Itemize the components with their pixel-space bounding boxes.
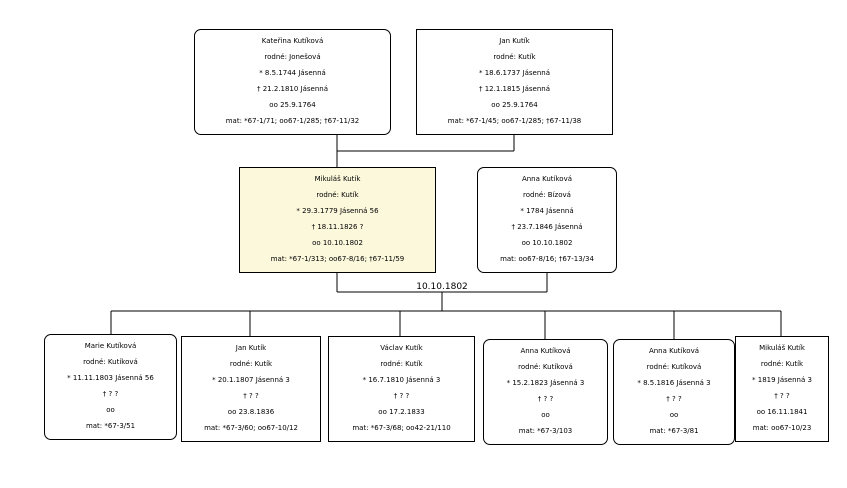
person-birth: * 18.6.1737 Jásenná: [478, 69, 551, 77]
person-records: mat: *67-3/81: [649, 427, 699, 435]
person-maiden-name: rodné: Kutík: [316, 191, 359, 199]
person-card-child-3[interactable]: Václav Kutík rodné: Kutík * 16.7.1810 Já…: [328, 336, 475, 442]
person-records: mat: *67-3/51: [85, 422, 136, 430]
person-records: mat: *67-1/45; oo67-1/285; †67-11/38: [447, 117, 582, 125]
person-birth: * 20.1.1807 Jásenná 3: [212, 376, 290, 384]
person-birth: * 16.7.1810 Jásenná 3: [362, 376, 441, 384]
person-birth: * 8.5.1744 Jásenná: [259, 69, 326, 77]
person-maiden-name: rodné: Bízová: [523, 191, 571, 199]
person-maiden-name: rodné: Kutíková: [83, 358, 138, 366]
person-name: Anna Kutíková: [520, 347, 571, 355]
person-name: Václav Kutík: [380, 344, 423, 352]
person-maiden-name: rodné: Jonešová: [264, 53, 321, 61]
person-card-father[interactable]: Jan Kutík rodné: Kutík * 18.6.1737 Jásen…: [416, 29, 613, 135]
person-records: mat: *67-1/71; oo67-1/285; †67-11/32: [225, 117, 360, 125]
person-maiden-name: rodné: Kutík: [760, 360, 804, 368]
person-records: mat: oo67-10/23: [752, 424, 812, 432]
person-death: † 18.11.1826 ?: [311, 223, 364, 231]
person-marriage: oo 25.9.1764: [269, 101, 316, 109]
person-marriage: oo 10.10.1802: [312, 239, 363, 247]
person-name: Mikuláš Kutík: [314, 175, 361, 183]
person-card-child-4[interactable]: Anna Kutíková rodné: Kutíková * 15.2.182…: [483, 339, 608, 445]
person-name: Marie Kutíková: [84, 342, 137, 350]
person-records: mat: *67-3/68; oo42-21/110: [352, 424, 451, 432]
person-death: † ? ?: [666, 395, 682, 403]
person-records: mat: *67-3/60; oo67-10/12: [204, 424, 298, 432]
person-records: mat: oo67-8/16; †67-13/34: [500, 255, 594, 263]
person-birth: * 1819 Jásenná 3: [752, 376, 812, 384]
person-card-child-2[interactable]: Jan Kutík rodné: Kutík * 20.1.1807 Jásen…: [181, 336, 321, 442]
person-death: † ? ?: [393, 392, 410, 400]
person-name: Anna Kutíková: [521, 175, 573, 183]
person-maiden-name: rodné: Kutíková: [518, 363, 573, 371]
person-name: Jan Kutík: [499, 37, 530, 45]
person-card-child-6[interactable]: Mikuláš Kutík rodné: Kutík * 1819 Jásenn…: [735, 336, 829, 442]
person-marriage: oo 25.9.1764: [491, 101, 538, 109]
person-marriage: oo: [669, 411, 679, 419]
person-card-child-1[interactable]: Marie Kutíková rodné: Kutíková * 11.11.1…: [44, 334, 177, 440]
person-birth: * 15.2.1823 Jásenná 3: [506, 379, 585, 387]
person-death: † 21.2.1810 Jásenná: [256, 85, 329, 93]
person-death: † ? ?: [243, 392, 259, 400]
person-marriage: oo 17.2.1833: [378, 408, 425, 416]
person-birth: * 1784 Jásenná: [520, 207, 574, 215]
person-card-spouse[interactable]: Anna Kutíková rodné: Bízová * 1784 Jásen…: [477, 167, 617, 273]
person-death: † ? ?: [102, 390, 119, 398]
person-card-mother[interactable]: Kateřina Kutíková rodné: Jonešová * 8.5.…: [194, 29, 391, 135]
person-marriage: oo: [106, 406, 115, 414]
person-maiden-name: rodné: Kutíková: [646, 363, 702, 371]
person-name: Anna Kutíková: [648, 347, 700, 355]
person-birth: * 8.5.1816 Jásenná 3: [637, 379, 711, 387]
person-records: mat: *67-3/103: [518, 427, 573, 435]
person-marriage: oo 23.8.1836: [227, 408, 275, 416]
person-maiden-name: rodné: Kutík: [229, 360, 273, 368]
person-birth: * 11.11.1803 Jásenná 56: [67, 374, 154, 382]
person-card-focus[interactable]: Mikuláš Kutík rodné: Kutík * 29.3.1779 J…: [239, 167, 436, 273]
person-name: Mikuláš Kutík: [759, 344, 805, 352]
person-birth: * 29.3.1779 Jásenná 56: [296, 207, 379, 215]
person-death: † 12.1.1815 Jásenná: [478, 85, 551, 93]
person-name: Jan Kutík: [235, 344, 267, 352]
person-death: † ? ?: [537, 395, 554, 403]
person-maiden-name: rodné: Kutík: [380, 360, 423, 368]
person-marriage: oo: [541, 411, 550, 419]
person-name: Kateřina Kutíková: [261, 37, 324, 45]
person-marriage: oo 10.10.1802: [521, 239, 573, 247]
person-records: mat: *67-1/313; oo67-8/16; †67-11/59: [270, 255, 405, 263]
person-death: † ? ?: [774, 392, 790, 400]
person-maiden-name: rodné: Kutík: [493, 53, 536, 61]
person-death: † 23.7.1846 Jásenná: [511, 223, 583, 231]
person-card-child-5[interactable]: Anna Kutíková rodné: Kutíková * 8.5.1816…: [613, 339, 735, 445]
person-marriage: oo 16.11.1841: [756, 408, 808, 416]
marriage-date-label: 10.10.1802: [416, 282, 468, 292]
